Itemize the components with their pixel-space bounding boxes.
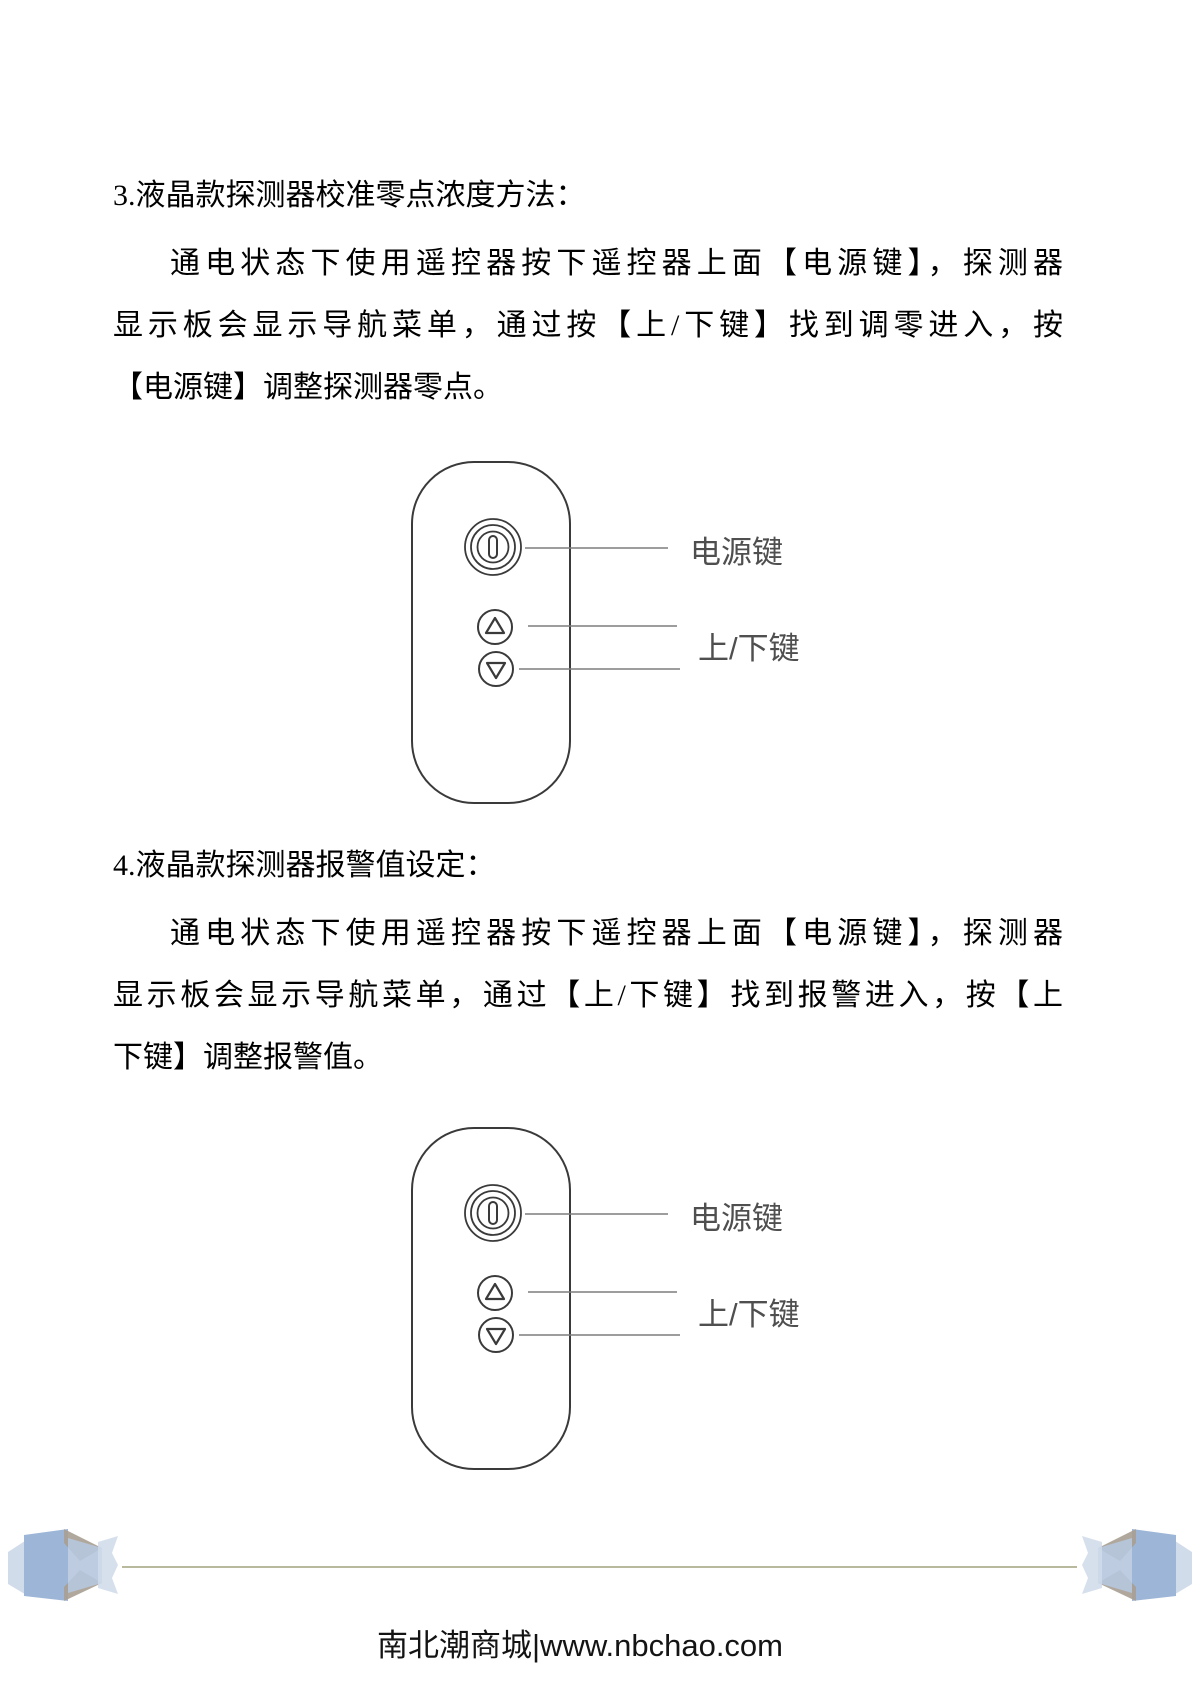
footer-site-text: 南北潮商城|www.nbchao.com — [377, 1628, 783, 1663]
paragraph-line: 【电源键】调整探测器零点。 — [113, 371, 503, 404]
section-zero-calibration: 3.液晶款探测器校准零点浓度方法： 通电状态下使用遥控器按下遥控器上面【电源键】… — [113, 165, 1063, 419]
paragraph-line: 通电状态下使用遥控器按下遥控器上面【电源键】，探测器 — [170, 917, 1063, 950]
remote-body — [411, 461, 571, 804]
remote-diagram-2: 电源键 上/下键 — [411, 1127, 800, 1470]
section-heading: 4.液晶款探测器报警值设定： — [113, 849, 496, 882]
power-button-icon — [464, 518, 522, 576]
paragraph-line: 显示板会显示导航菜单，通过按【上/下键】找到调零进入，按 — [113, 309, 1063, 342]
remote-body — [411, 1127, 571, 1470]
footer-decoration-left-icon — [8, 1529, 118, 1601]
paragraph-line: 通电状态下使用遥控器按下遥控器上面【电源键】，探测器 — [170, 247, 1063, 280]
footer-decoration-right-icon — [1082, 1529, 1192, 1601]
power-button-icon — [464, 1184, 522, 1242]
section-heading: 3.液晶款探测器校准零点浓度方法： — [113, 179, 586, 212]
power-key-label: 电源键 — [690, 535, 783, 570]
updown-key-label: 上/下键 — [698, 631, 800, 666]
paragraph-line: 下键】调整报警值。 — [113, 1041, 383, 1074]
remote-diagram-1: 电源键 上/下键 — [411, 461, 800, 804]
paragraph-line: 显示板会显示导航菜单，通过【上/下键】找到报警进入，按【上 — [113, 979, 1063, 1012]
power-key-label: 电源键 — [690, 1201, 783, 1236]
up-button-icon — [477, 609, 513, 645]
footer-divider — [122, 1566, 1077, 1568]
up-button-icon — [477, 1275, 513, 1311]
section-alarm-setting: 4.液晶款探测器报警值设定： 通电状态下使用遥控器按下遥控器上面【电源键】，探测… — [113, 835, 1063, 1089]
down-button-icon — [478, 651, 514, 687]
down-button-icon — [478, 1317, 514, 1353]
updown-key-label: 上/下键 — [698, 1297, 800, 1332]
